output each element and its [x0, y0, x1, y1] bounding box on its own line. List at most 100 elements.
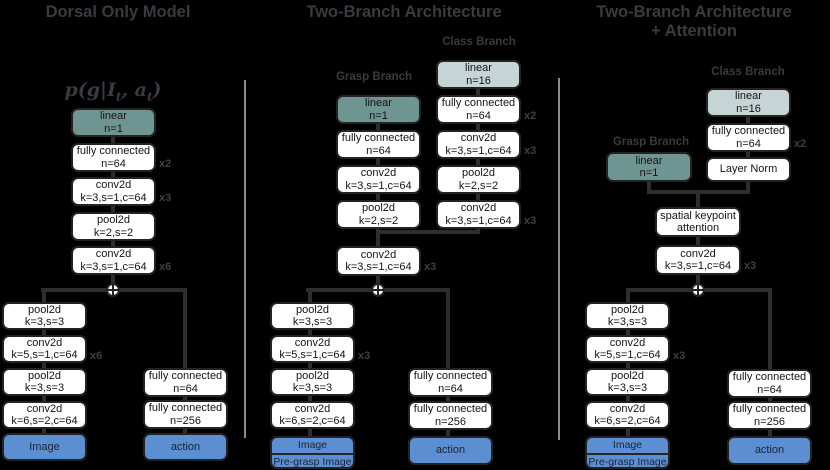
- pool-box: pool2d k=3,s=3: [2, 368, 87, 396]
- linear-output-box: linear n=1: [336, 95, 421, 124]
- formula-subscript: t: [115, 89, 122, 104]
- repeat-count: x2: [159, 158, 172, 170]
- repeat-count: x2: [794, 138, 807, 150]
- layer-params: k=3,s=1,c=64: [345, 179, 412, 192]
- layer-params: k=3,s=3: [607, 316, 648, 328]
- layer-name: fully connected: [732, 403, 807, 415]
- connector-line: [376, 230, 480, 234]
- layer-params: k=6,s=2,c=64: [11, 415, 78, 427]
- input-label: action: [435, 444, 466, 457]
- repeat-count: x3: [524, 215, 537, 227]
- formula-part: ): [152, 79, 162, 101]
- layer-name: fully connected: [732, 371, 807, 383]
- layer-params: k=3,s=3: [24, 316, 65, 328]
- linear-output-box: linear n=1: [606, 152, 692, 182]
- layer-name: linear: [365, 97, 392, 109]
- repeat-count: x3: [673, 350, 686, 362]
- action-input: action: [727, 436, 812, 465]
- conv-box: conv2d k=5,s=1,c=64: [270, 335, 355, 363]
- pool-box: pool2d k=3,s=3: [270, 368, 355, 396]
- layer-params: k=5,s=1,c=64: [279, 349, 346, 361]
- layer-params: n=64: [173, 382, 198, 395]
- connector-line: [308, 288, 312, 438]
- fc-box: fully connected n=64: [336, 130, 421, 159]
- conv-box: conv2d k=3,s=1,c=64: [336, 165, 421, 194]
- class-branch-label: Class Branch: [711, 66, 785, 78]
- image-input-stack: Image Pre-grasp Image: [585, 436, 670, 469]
- add-junction-icon: [691, 283, 705, 297]
- repeat-count: x3: [744, 260, 757, 272]
- layer-params: n=1: [639, 167, 659, 179]
- layer-name: conv2d: [680, 247, 716, 260]
- action-input: action: [143, 433, 228, 461]
- layer-params: k=6,s=2,c=64: [279, 415, 346, 427]
- add-junction-icon: [371, 283, 385, 297]
- conv-box: conv2d k=3,s=1,c=64: [436, 130, 521, 159]
- pool-box: pool2d k=3,s=3: [2, 302, 87, 330]
- conv-box: conv2d k=3,s=1,c=64: [336, 246, 421, 276]
- layer-params: n=16: [466, 74, 491, 87]
- layer-params: n=64: [466, 109, 491, 122]
- layer-name: fully connected: [441, 97, 516, 109]
- layer-params: k=5,s=1,c=64: [11, 349, 78, 361]
- layer-name: pool2d: [27, 303, 62, 316]
- image-input: Image: [587, 438, 668, 455]
- conv-box: conv2d k=6,s=2,c=64: [2, 401, 87, 429]
- fc-box: fully connected n=64: [727, 369, 812, 398]
- layer-name: Layer Norm: [719, 163, 778, 176]
- input-label: action: [170, 440, 201, 453]
- layer-params: k=3,s=1,c=64: [80, 260, 147, 273]
- attention-box: spatial keypoint attention: [655, 207, 741, 237]
- column-divider: [244, 80, 246, 438]
- pregrasp-image-input: Pre-grasp Image: [273, 455, 352, 468]
- connector-line: [42, 288, 46, 438]
- layer-name: conv2d: [460, 202, 497, 214]
- conv-box: conv2d k=3,s=1,c=64: [71, 177, 156, 206]
- repeat-count: x3: [424, 261, 437, 273]
- linear-output-box: linear n=16: [436, 60, 521, 89]
- image-input: Image: [2, 433, 87, 461]
- formula-part: , a: [121, 79, 147, 101]
- layer-params: k=3,s=1,c=64: [345, 261, 412, 273]
- layer-params: n=256: [754, 415, 785, 428]
- grasp-branch-label: Grasp Branch: [335, 71, 413, 83]
- conv-box: conv2d k=3,s=1,c=64: [71, 246, 156, 275]
- action-input: action: [408, 436, 493, 465]
- layer-name: fully connected: [76, 145, 151, 157]
- linear-output-box: linear n=16: [706, 88, 791, 117]
- layer-name: conv2d: [294, 402, 331, 415]
- layer-norm-box: Layer Norm: [706, 157, 791, 182]
- layer-params: n=1: [369, 109, 388, 122]
- layer-name: fully connected: [341, 132, 416, 144]
- connector-line: [768, 288, 772, 438]
- pool-box: pool2d k=2,s=2: [436, 165, 521, 194]
- layer-params: k=3,s=1,c=64: [445, 214, 512, 227]
- layer-params: n=64: [736, 137, 761, 150]
- fc-box: fully connected n=64: [436, 95, 521, 124]
- connector-line: [626, 288, 630, 438]
- conv-box: conv2d k=3,s=1,c=64: [655, 245, 741, 275]
- attention-title-line2: + Attention: [650, 22, 737, 40]
- layer-name: pool2d: [610, 303, 645, 316]
- dorsal-title: Dorsal Only Model: [45, 3, 191, 21]
- pool-box: pool2d k=2,s=2: [336, 200, 421, 229]
- connector-line: [647, 178, 651, 192]
- pool-box: pool2d k=3,s=3: [585, 368, 670, 396]
- layer-name: fully connected: [413, 370, 488, 382]
- layer-name: pool2d: [27, 369, 62, 382]
- probability-formula: p(g|It, at): [63, 79, 163, 104]
- layer-name: conv2d: [460, 132, 497, 144]
- layer-params: k=2,s=2: [358, 214, 399, 227]
- layer-params: k=3,s=1,c=64: [445, 144, 512, 157]
- connector-line: [376, 105, 380, 285]
- layer-name: conv2d: [26, 336, 63, 349]
- layer-params: n=256: [170, 414, 201, 427]
- fc-box: fully connected n=256: [727, 401, 812, 430]
- input-label: Image: [29, 440, 60, 453]
- layer-params: k=6,s=2,c=64: [594, 415, 661, 427]
- layer-params: n=1: [104, 122, 123, 135]
- layer-params: k=3,s=1,c=64: [664, 260, 732, 272]
- layer-name: pool2d: [295, 303, 330, 316]
- class-branch-label: Class Branch: [442, 36, 516, 48]
